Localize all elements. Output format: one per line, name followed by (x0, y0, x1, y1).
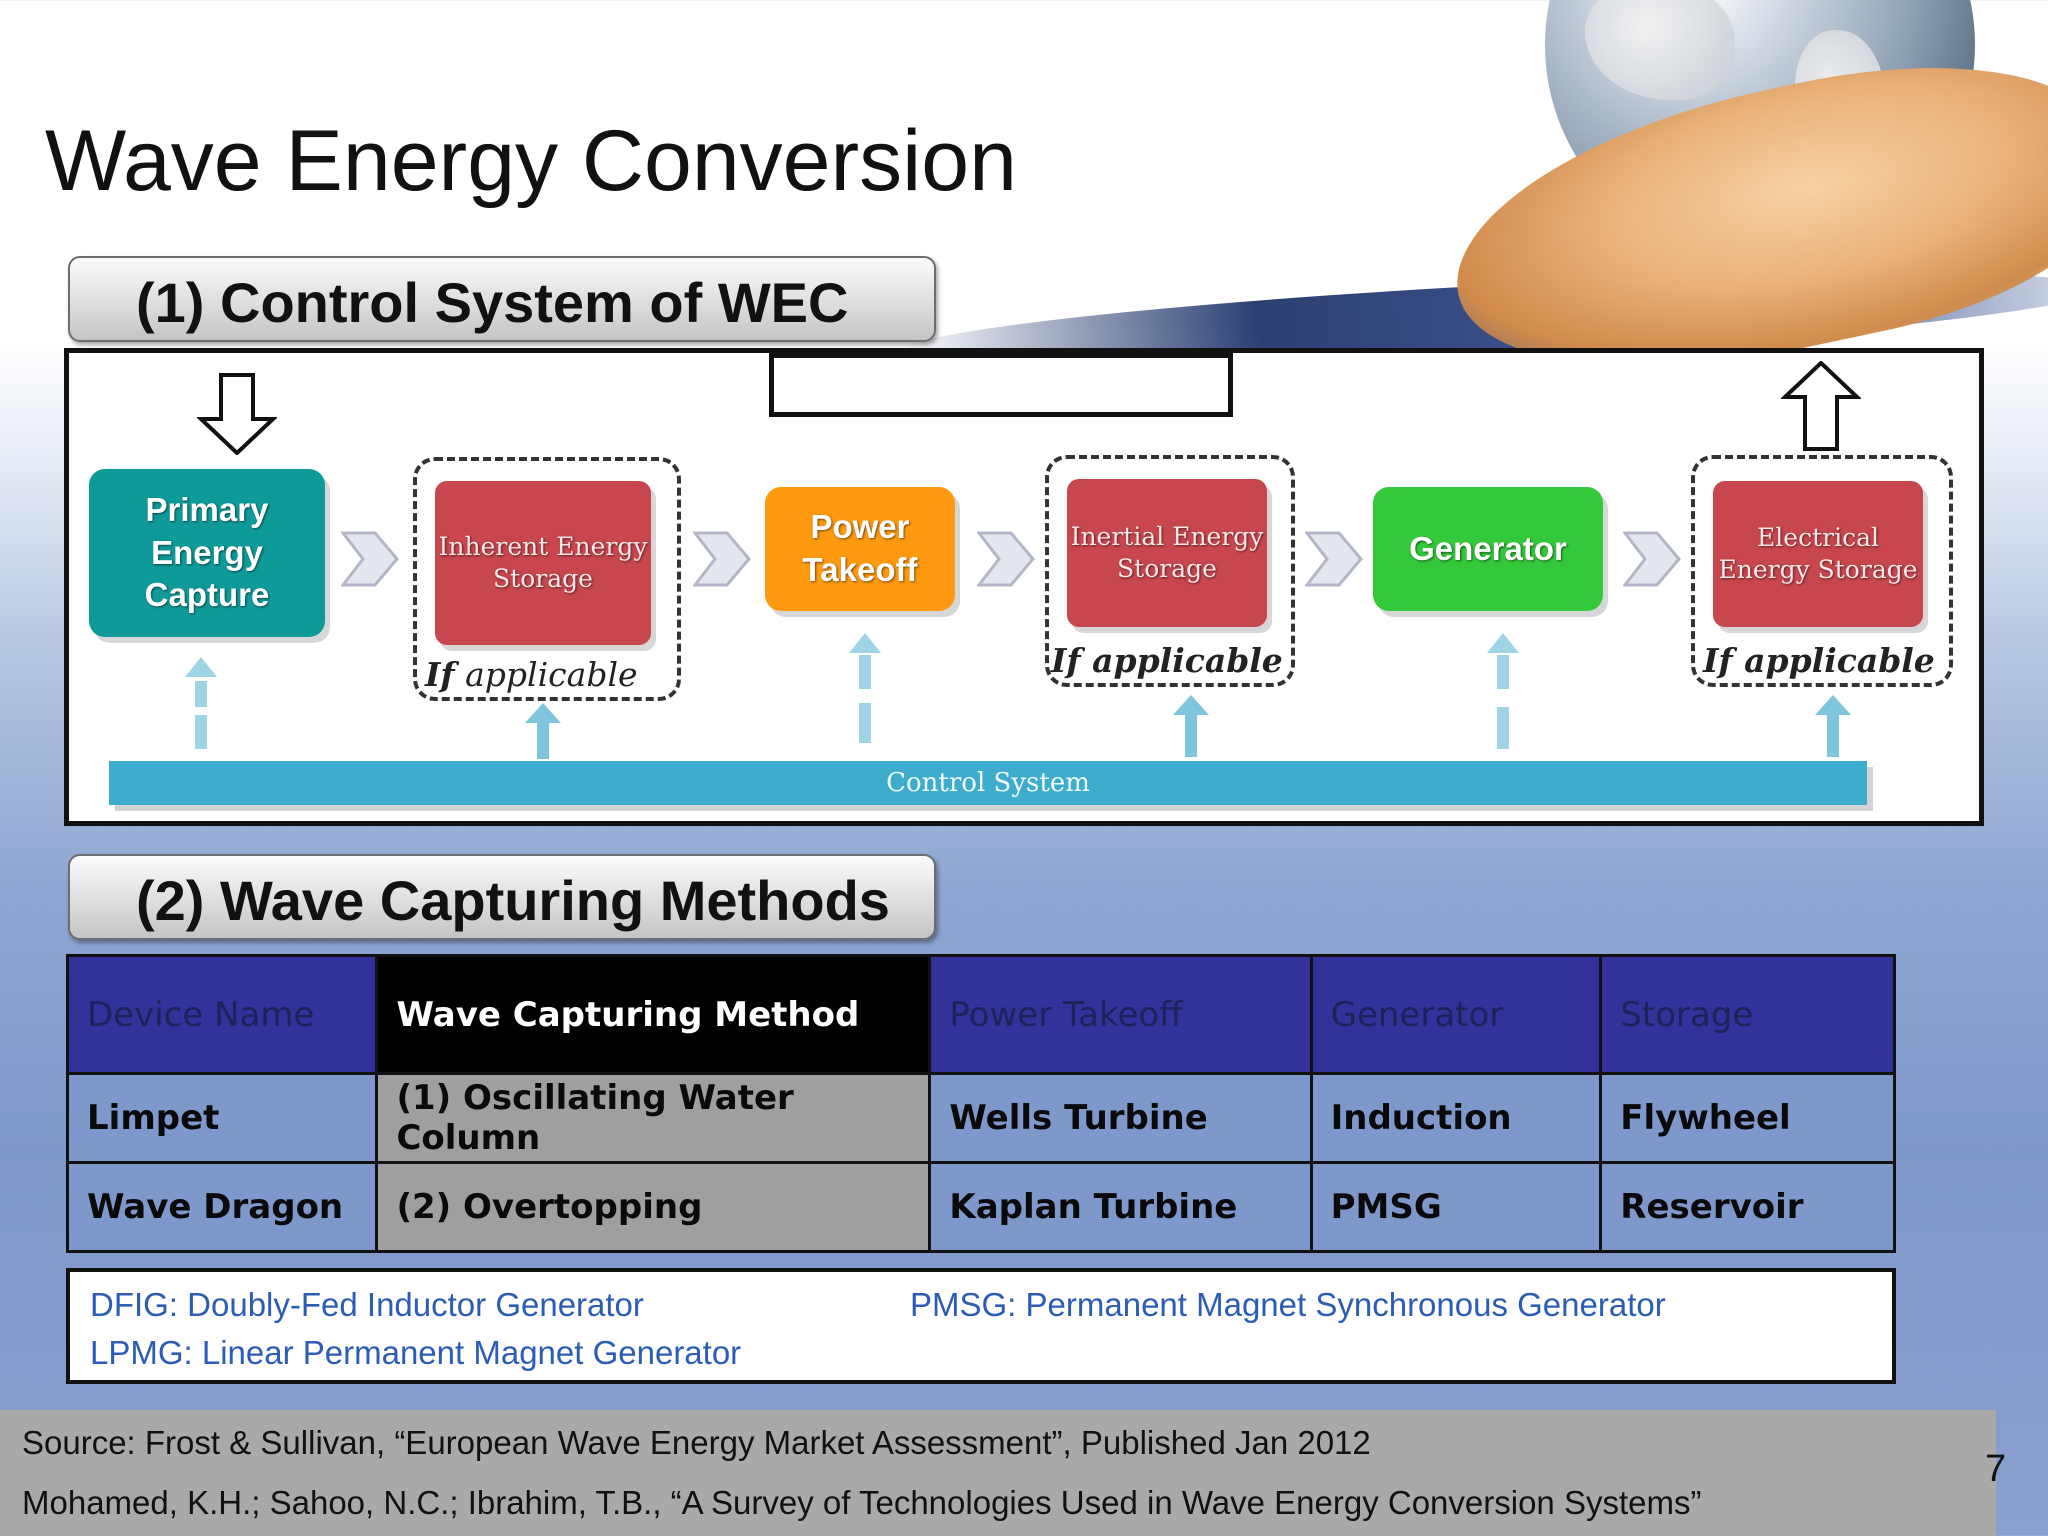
column-header: Generator (1309, 954, 1603, 1075)
column-header: Storage (1599, 954, 1896, 1075)
section2-heading: (2) Wave Capturing Methods (136, 869, 890, 932)
if-applicable-label-1: If applicable (425, 655, 638, 694)
wave-capturing-methods-table: Device Name Wave Capturing Method Power … (65, 954, 1896, 1253)
table-cell: Limpet (65, 1072, 379, 1164)
source-line-2: Mohamed, K.H.; Sahoo, N.C.; Ibrahim, T.B… (22, 1484, 1702, 1521)
flow-chevron-icon-3 (977, 531, 1035, 587)
section2-heading-tab: (2) Wave Capturing Methods (68, 854, 936, 940)
source-line-1: Source: Frost & Sullivan, “European Wave… (22, 1424, 1371, 1461)
control-arrow-icon-3 (849, 633, 881, 743)
primary-energy-capture-block: Primary Energy Capture (89, 469, 325, 637)
inherent-energy-storage-block: Inherent Energy Storage (435, 481, 651, 645)
column-header: Power Takeoff (928, 954, 1313, 1075)
control-arrow-icon-2 (525, 703, 561, 759)
table-cell: PMSG (1309, 1161, 1603, 1253)
empty-label-box (769, 353, 1233, 417)
flow-chevron-icon-2 (693, 531, 751, 587)
page-number: 7 (1985, 1448, 2007, 1490)
electrical-energy-storage-block: Electrical Energy Storage (1713, 481, 1923, 627)
output-arrow-up-icon (1781, 361, 1861, 451)
abbreviations-box: DFIG: Doubly-Fed Inductor Generator PMSG… (66, 1268, 1896, 1384)
control-system-diagram: Primary Energy Capture Inherent Energy S… (64, 348, 1984, 826)
inertial-storage-dashed-box (1045, 455, 1295, 687)
slide-title: Wave Energy Conversion (45, 113, 1017, 209)
table-cell: (1) Oscillating Water Column (375, 1072, 932, 1164)
section1-heading: (1) Control System of WEC (136, 271, 849, 334)
electrical-storage-dashed-box (1691, 455, 1953, 687)
generator-block: Generator (1373, 487, 1603, 611)
control-arrow-icon-4 (1173, 695, 1209, 757)
flow-chevron-icon-1 (341, 531, 399, 587)
table-cell: Kaplan Turbine (928, 1161, 1313, 1253)
flow-chevron-icon-5 (1623, 531, 1681, 587)
abbrev-dfig: DFIG: Doubly-Fed Inductor Generator (90, 1286, 644, 1323)
table-cell: Flywheel (1599, 1072, 1896, 1164)
globe-in-hand-image (1380, 0, 2048, 390)
if-applicable-label-2: If applicable (1051, 641, 1283, 680)
control-system-bar: Control System (109, 761, 1867, 805)
inertial-energy-storage-block: Inertial Energy Storage (1067, 479, 1267, 627)
table-cell: Induction (1309, 1072, 1603, 1164)
input-arrow-down-icon (197, 373, 277, 455)
abbrev-pmsg: PMSG: Permanent Magnet Synchronous Gener… (910, 1286, 1666, 1323)
control-arrow-icon-5 (1487, 633, 1519, 749)
control-arrow-icon-6 (1815, 695, 1851, 757)
sources-footer: Source: Frost & Sullivan, “European Wave… (0, 1410, 1996, 1536)
section1-heading-tab: (1) Control System of WEC (68, 256, 936, 342)
power-takeoff-block: Power Takeoff (765, 487, 955, 611)
table-cell: (2) Overtopping (375, 1161, 932, 1253)
control-arrow-icon-1 (185, 657, 217, 749)
table-row: Limpet (1) Oscillating Water Column Well… (65, 1072, 1896, 1164)
table-cell: Wells Turbine (928, 1072, 1313, 1164)
abbrev-lpmg: LPMG: Linear Permanent Magnet Generator (90, 1334, 742, 1371)
table-cell: Reservoir (1599, 1161, 1896, 1253)
if-applicable-label-3: If applicable (1703, 641, 1935, 680)
flow-chevron-icon-4 (1305, 531, 1363, 587)
table-row: Wave Dragon (2) Overtopping Kaplan Turbi… (65, 1161, 1896, 1253)
inherent-storage-dashed-box (413, 457, 681, 701)
column-header: Wave Capturing Method (375, 954, 932, 1075)
table-cell: Wave Dragon (65, 1161, 379, 1253)
column-header: Device Name (65, 954, 379, 1075)
table-header-row: Device Name Wave Capturing Method Power … (65, 954, 1896, 1075)
